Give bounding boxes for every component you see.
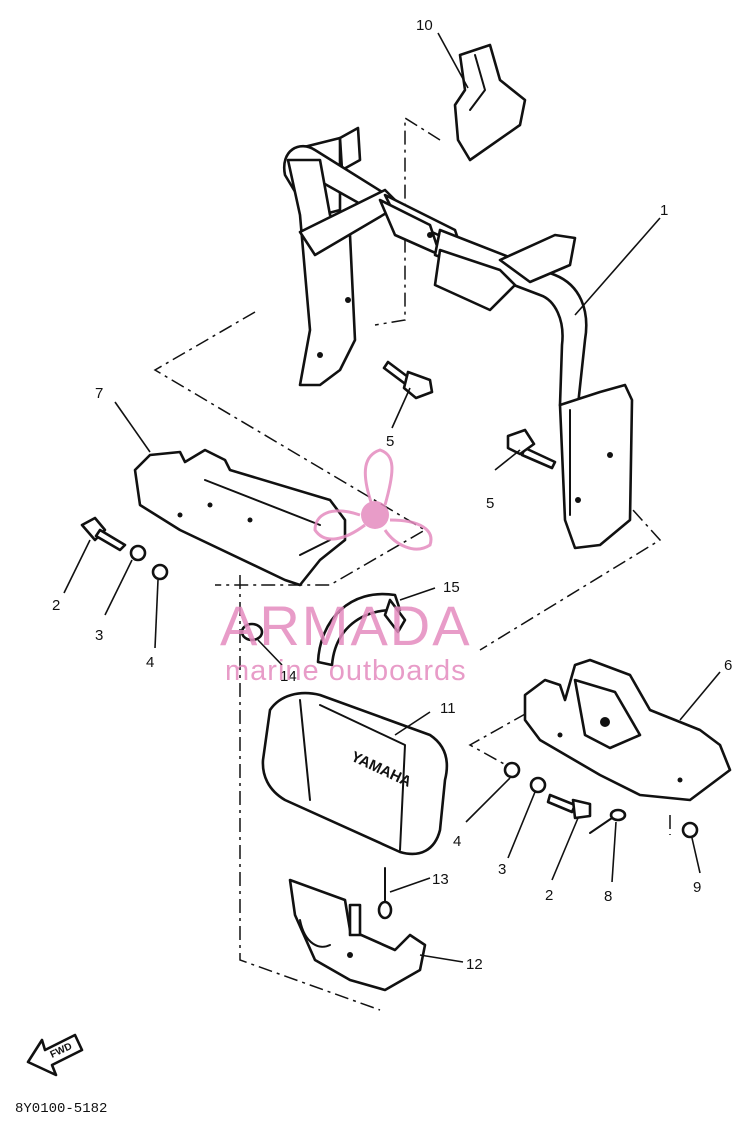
leader-lines xyxy=(63,32,721,963)
callout-3-left: 3 xyxy=(95,627,103,644)
callout-13: 13 xyxy=(432,871,449,888)
callout-14: 14 xyxy=(280,668,297,685)
bracket-part-6 xyxy=(523,658,732,802)
alignment-lines xyxy=(153,116,671,1011)
bolt-part-2-left xyxy=(80,516,127,552)
handle-frame xyxy=(282,126,634,550)
callout-11: 11 xyxy=(440,700,456,717)
pin-part-13 xyxy=(377,867,393,920)
watermark-subtitle: marine outboards xyxy=(225,655,467,687)
watermark-title: ARMADA xyxy=(220,594,472,657)
callout-1: 1 xyxy=(660,202,668,219)
bolt-part-2-right xyxy=(546,793,592,820)
propeller-logo-icon xyxy=(313,448,433,551)
callout-4-right: 4 xyxy=(453,833,461,850)
bolt-part-5-left xyxy=(382,360,434,400)
washer-part-9 xyxy=(681,821,699,839)
callout-2-left: 2 xyxy=(52,597,60,614)
pin-part-8 xyxy=(589,808,627,834)
callout-5-right: 5 xyxy=(486,495,494,512)
callout-7: 7 xyxy=(95,385,103,402)
washer-part-4-left xyxy=(151,563,169,581)
washer-part-3-left xyxy=(129,544,147,562)
bolt-part-5-right xyxy=(506,428,557,470)
callout-5-left: 5 xyxy=(386,433,394,450)
callout-9: 9 xyxy=(693,879,701,896)
plate-part-12 xyxy=(288,878,427,992)
callout-12: 12 xyxy=(466,956,483,973)
callout-labels: 10 1 7 5 5 2 3 4 15 14 11 6 4 3 2 8 9 13… xyxy=(52,17,732,973)
armada-watermark: ARMADA marine outboards xyxy=(220,448,472,687)
callout-6: 6 xyxy=(724,657,732,674)
diagram-code: 8Y0100-5182 xyxy=(15,1101,107,1117)
washer-part-4-right xyxy=(503,761,521,779)
callout-4-left: 4 xyxy=(146,654,154,671)
band-part-15 xyxy=(316,592,407,667)
fwd-arrow-icon: FWD xyxy=(26,1033,84,1077)
callout-2-right: 2 xyxy=(545,887,553,904)
clip-part-10 xyxy=(453,43,527,162)
bracket-part-7 xyxy=(133,448,347,587)
callout-3-right: 3 xyxy=(498,861,506,878)
callout-8: 8 xyxy=(604,888,612,905)
tank-part-11: YAMAHA xyxy=(261,691,449,856)
grommet-part-14 xyxy=(240,622,264,642)
callout-15: 15 xyxy=(443,579,460,596)
washer-part-3-right xyxy=(529,776,547,794)
callout-10: 10 xyxy=(416,17,433,34)
